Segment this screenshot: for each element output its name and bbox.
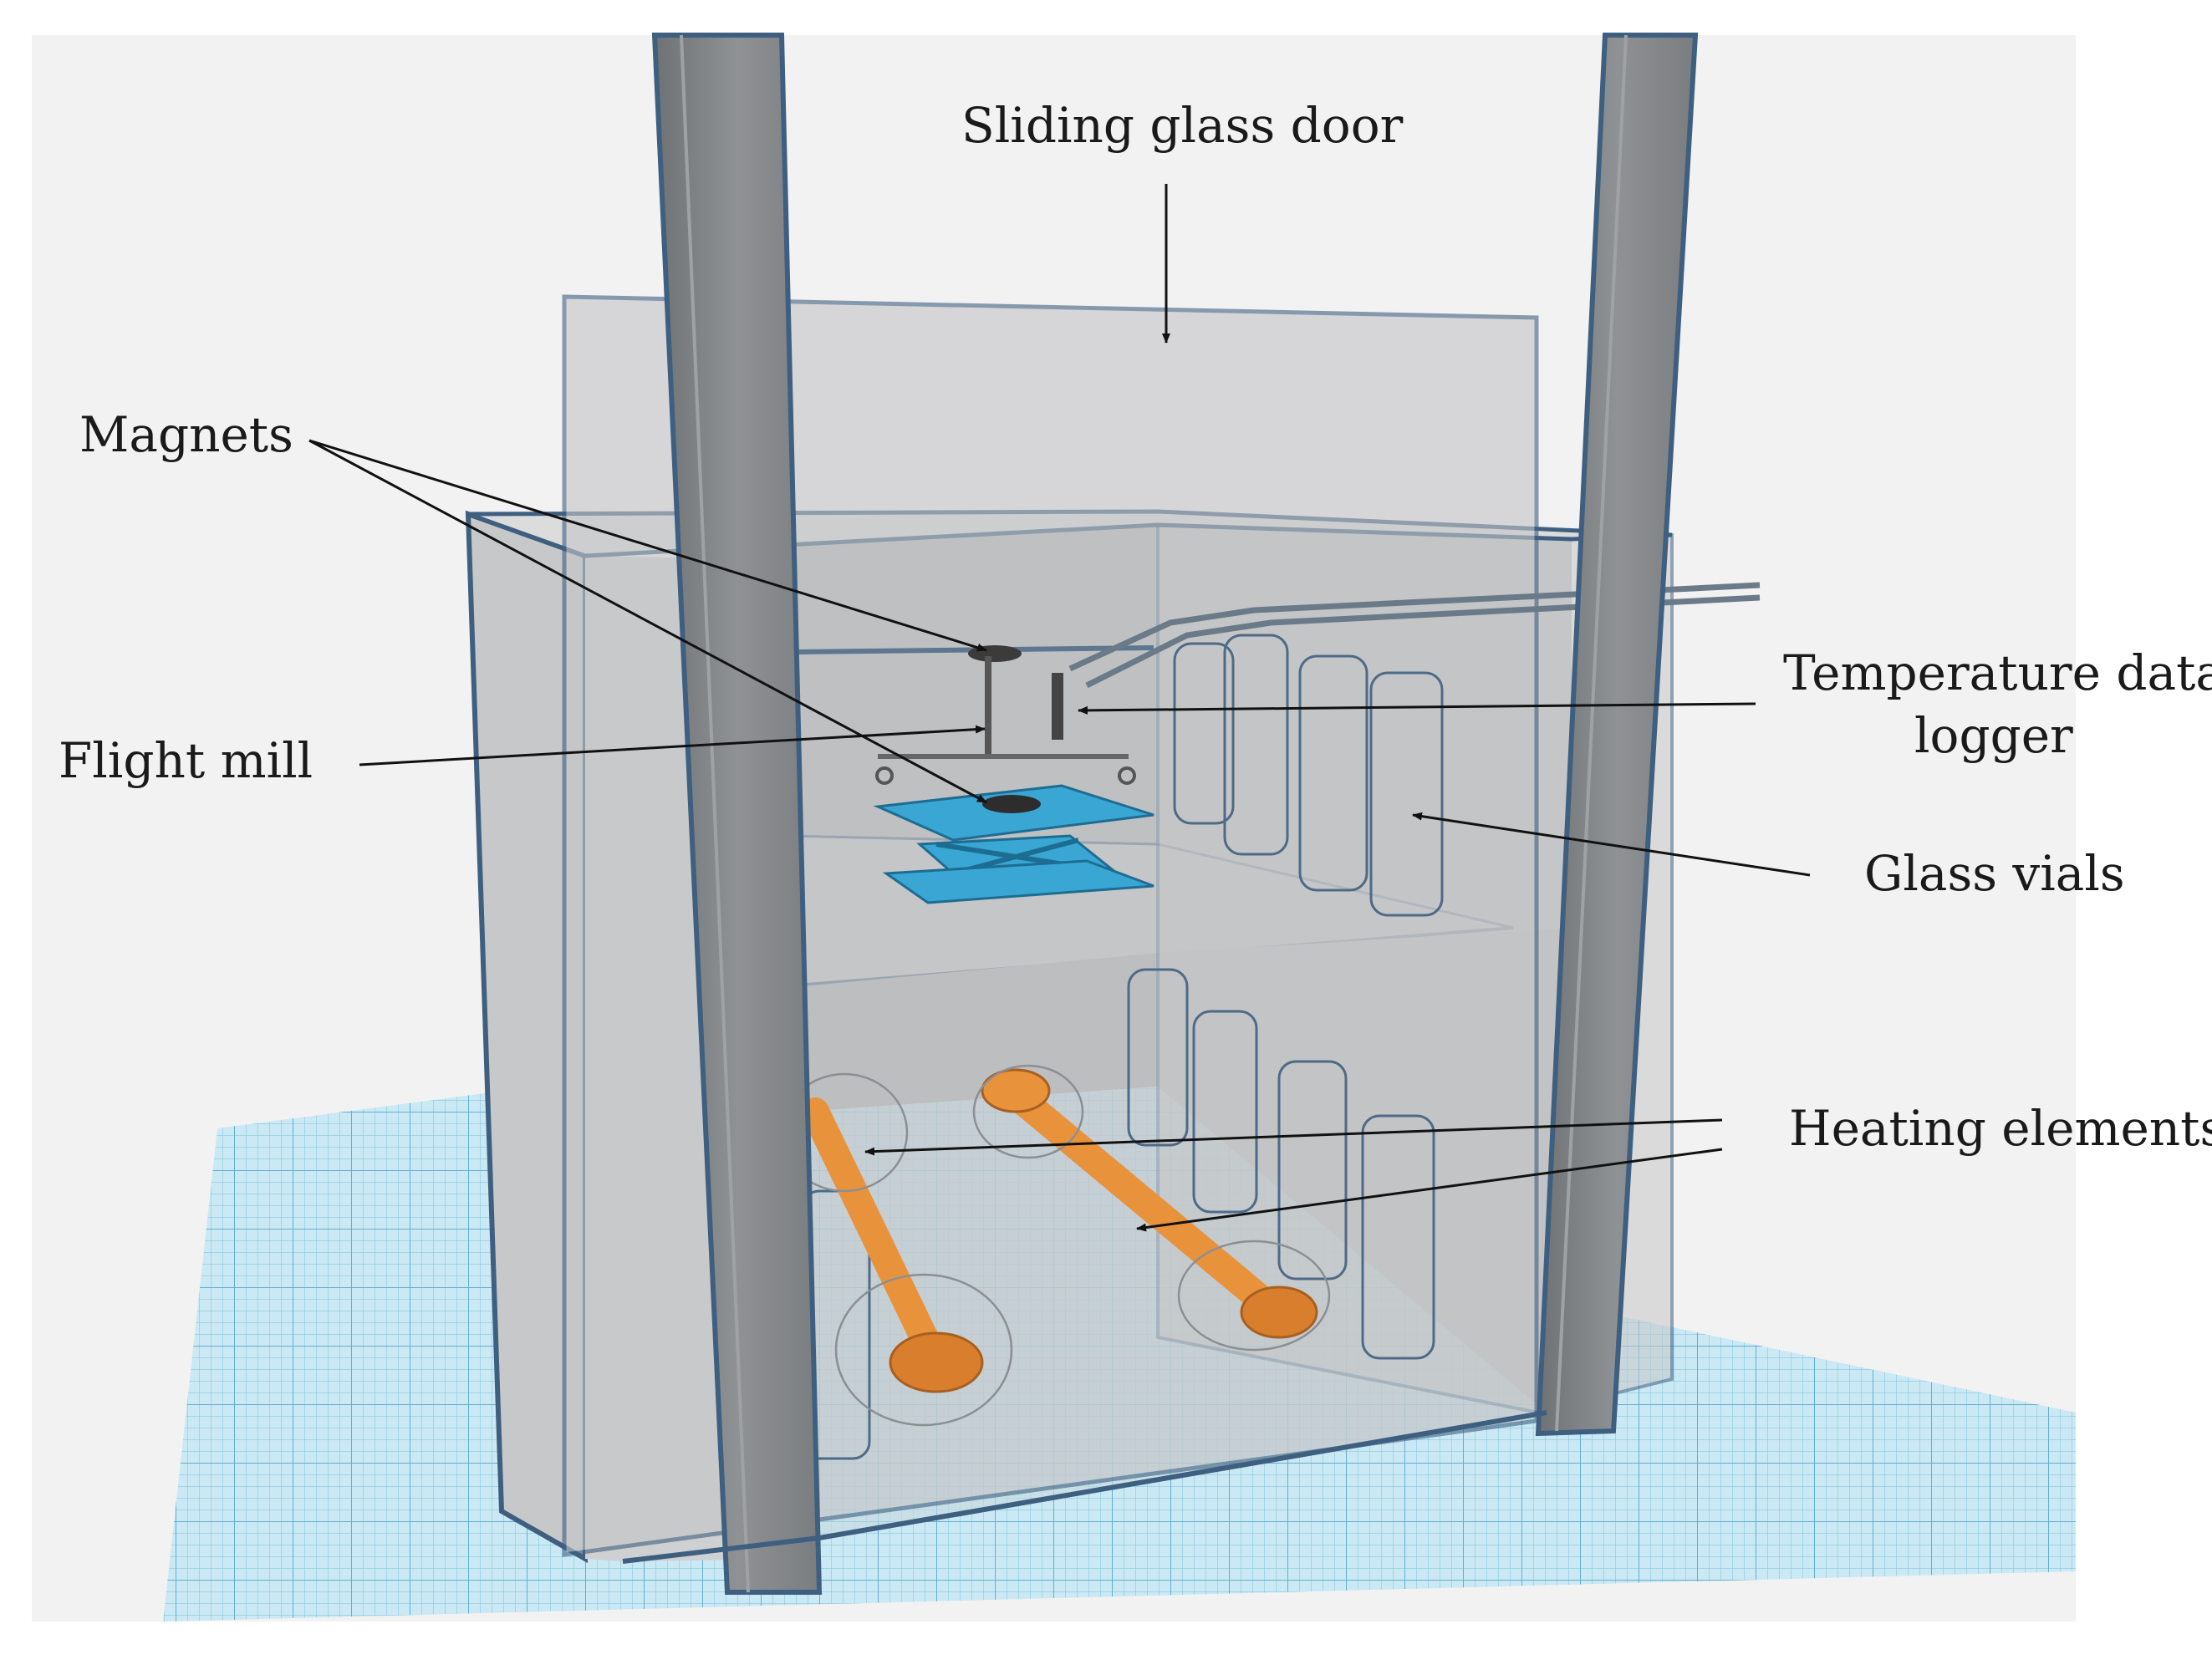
arrow-flight-mill bbox=[359, 725, 986, 766]
arrow-glass-vials bbox=[1412, 812, 1811, 877]
arrow-magnets-upper bbox=[308, 439, 987, 652]
arrow-temperature-logger bbox=[1078, 702, 1756, 715]
heating-element-left bbox=[780, 1072, 1013, 1427]
flight-mill-platform bbox=[873, 784, 1154, 904]
frame-post-left bbox=[651, 33, 823, 1595]
chamber-front-base bbox=[622, 1410, 1547, 1564]
label-glass-vials: Glass vials bbox=[1864, 845, 2125, 902]
label-temperature-data-logger-line1: Temperature data bbox=[1783, 644, 2212, 701]
label-sliding-glass-door: Sliding glass door bbox=[961, 97, 1404, 154]
glass-vials-upper bbox=[1173, 634, 1444, 917]
label-temperature-data-logger-line2: logger bbox=[1914, 707, 2073, 764]
label-heating-elements: Heating elements bbox=[1789, 1100, 2212, 1157]
arrow-magnets-lower bbox=[308, 439, 987, 804]
label-magnets: Magnets bbox=[79, 406, 293, 463]
label-flight-mill: Flight mill bbox=[59, 732, 313, 789]
heating-element-right bbox=[972, 1064, 1331, 1352]
arrow-heating-left bbox=[864, 1118, 1723, 1156]
frame-post-right bbox=[1535, 33, 1699, 1437]
arrow-heating-right bbox=[1136, 1148, 1723, 1232]
annotation-arrows bbox=[308, 184, 1811, 1232]
logger-cables bbox=[1068, 582, 1761, 689]
